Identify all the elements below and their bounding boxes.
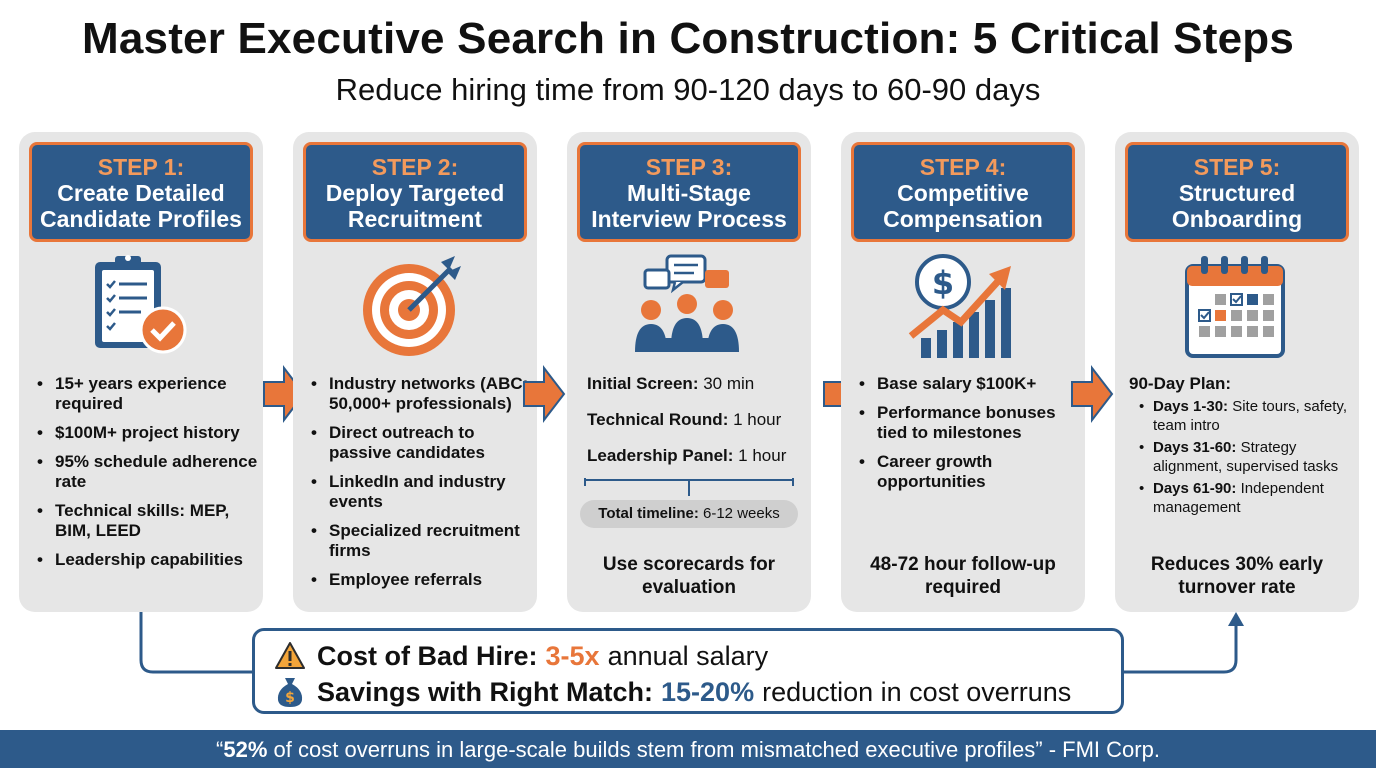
step-title-line: Recruitment [347, 206, 483, 232]
step-bullet-list: Industry networks (ABC: 50,000+ professi… [307, 374, 533, 599]
page-title: Master Executive Search in Construction:… [82, 14, 1294, 63]
list-item: Career growth opportunities [855, 452, 1081, 492]
list-item: LinkedIn and industry events [307, 472, 533, 512]
list-item: Base salary $100K+ [855, 374, 1081, 394]
money-bag-icon: $ [277, 678, 303, 707]
step-title-line: Structured [1178, 180, 1296, 206]
step-bullet-list: 15+ years experience required $100M+ pro… [33, 374, 259, 579]
list-item: 95% schedule adherence rate [33, 452, 259, 492]
cost-summary-box: Cost of Bad Hire: 3-5x annual salary $ S… [252, 628, 1124, 714]
bad-hire-value: 3-5x [545, 640, 600, 671]
step-title-line: Create Detailed [57, 180, 225, 206]
clipboard-check-icon [95, 255, 187, 354]
onboarding-plan: 90-Day Plan: Days 1-30: Site tours, safe… [1129, 374, 1357, 520]
list-item: Performance bonuses tied to milestones [855, 403, 1081, 443]
interview-round: Initial Screen: 30 min [587, 374, 797, 410]
round-duration: 1 hour [738, 446, 787, 465]
round-label: Initial Screen: [587, 374, 699, 393]
step-title-line: Candidate Profiles [40, 206, 242, 232]
plan-list: Days 1-30: Site tours, safety, team intr… [1129, 397, 1357, 517]
step-title-line: Onboarding [1171, 206, 1303, 232]
round-label: Technical Round: [587, 410, 729, 429]
quote-text: of cost overruns in large-scale builds s… [267, 737, 1160, 762]
step-title-line: Interview Process [591, 206, 787, 232]
warning-icon [275, 642, 305, 669]
page-subtitle: Reduce hiring time from 90-120 days to 6… [335, 72, 1041, 107]
step-number: STEP 4: [919, 154, 1007, 180]
list-item: Direct outreach to passive candidates [307, 423, 533, 463]
svg-text:$: $ [932, 264, 954, 302]
quote-stat: 52% [223, 737, 268, 762]
list-item: $100M+ project history [33, 423, 259, 443]
list-item: Industry networks (ABC: 50,000+ professi… [307, 374, 533, 414]
step-card-1: STEP 1: Create Detailed Candidate Profil… [19, 132, 263, 612]
plan-detail: Strategy alignment, supervised tasks [1153, 439, 1339, 475]
step-header-2: STEP 2: Deploy Targeted Recruitment [303, 142, 527, 242]
savings-value: 15-20% [661, 676, 755, 707]
salary-growth-icon: $ [908, 254, 1011, 358]
plan-phase: Days 61-90: [1153, 480, 1237, 497]
step-header-5: STEP 5: Structured Onboarding [1125, 142, 1349, 242]
arrow-right-icon [523, 365, 566, 423]
quote-open-mark: “ [216, 737, 224, 762]
interview-icon [635, 254, 739, 352]
savings-text: reduction in cost overruns [762, 676, 1072, 707]
step-header-1: STEP 1: Create Detailed Candidate Profil… [29, 142, 253, 242]
interview-rounds: Initial Screen: 30 min Technical Round: … [587, 374, 797, 482]
step-number: STEP 2: [371, 154, 459, 180]
list-item: Leadership capabilities [33, 550, 259, 570]
savings-label: Savings with Right Match: [317, 676, 654, 707]
step-card-4: STEP 4: Competitive Compensation $ Base … [841, 132, 1085, 612]
list-item: Technical skills: MEP, BIM, LEED [33, 501, 259, 541]
list-item: Specialized recruitment firms [307, 521, 533, 561]
savings-row: $ Savings with Right Match: 15-20% reduc… [275, 674, 1071, 710]
quote-banner: “52% of cost overruns in large-scale bui… [0, 730, 1376, 768]
step-title-line: Competitive [897, 180, 1029, 206]
round-duration: 1 hour [733, 410, 782, 429]
step-title-line: Deploy Targeted [325, 180, 505, 206]
interview-round: Leadership Panel: 1 hour [587, 446, 797, 482]
bad-hire-row: Cost of Bad Hire: 3-5x annual salary [275, 638, 768, 674]
step-footer: 48-72 hour follow-up required [870, 554, 1056, 598]
interview-round: Technical Round: 1 hour [587, 410, 797, 446]
step-bullet-list: Base salary $100K+ Performance bonuses t… [855, 374, 1081, 501]
step-number: STEP 5: [1193, 154, 1281, 180]
plan-title: 90-Day Plan: [1129, 374, 1232, 393]
step-number: STEP 1: [97, 154, 185, 180]
bad-hire-text: annual salary [607, 640, 769, 671]
step-card-3: STEP 3: Multi-Stage Interview Process In… [567, 132, 811, 612]
step-number: STEP 3: [645, 154, 733, 180]
target-icon [363, 256, 461, 356]
plan-detail: Site tours, safety, team intro [1153, 398, 1347, 434]
round-label: Leadership Panel: [587, 446, 734, 465]
svg-text:$: $ [285, 690, 295, 706]
bad-hire-label: Cost of Bad Hire: [317, 640, 538, 671]
step-card-5: STEP 5: Structured Onboarding 90-Day Pla… [1115, 132, 1359, 612]
plan-phase: Days 31-60: [1153, 439, 1237, 456]
timeline-value: 6-12 weeks [703, 505, 780, 522]
list-item: 15+ years experience required [33, 374, 259, 414]
plan-detail: Independent management [1153, 480, 1324, 516]
step-card-2: STEP 2: Deploy Targeted Recruitment Indu… [293, 132, 537, 612]
step-footer: Use scorecards for evaluation [602, 554, 776, 598]
timeline-label: Total timeline: [598, 505, 699, 522]
plan-phase: Days 1-30: [1153, 398, 1229, 415]
list-item: Days 31-60: Strategy alignment, supervis… [1129, 438, 1357, 476]
round-duration: 30 min [703, 374, 755, 393]
step-header-4: STEP 4: Competitive Compensation [851, 142, 1075, 242]
list-item: Days 1-30: Site tours, safety, team intr… [1129, 397, 1357, 435]
step-title-line: Multi-Stage [627, 180, 751, 206]
list-item: Employee referrals [307, 570, 533, 590]
arrow-right-icon [1071, 365, 1114, 423]
step-footer: Reduces 30% early turnover rate [1150, 554, 1324, 598]
list-item: Days 61-90: Independent management [1129, 479, 1357, 517]
timeline-bracket [584, 478, 794, 496]
timeline-badge: Total timeline: 6-12 weeks [580, 500, 798, 528]
step-header-3: STEP 3: Multi-Stage Interview Process [577, 142, 801, 242]
step-title-line: Compensation [883, 206, 1043, 232]
calendar-icon [1185, 256, 1285, 358]
